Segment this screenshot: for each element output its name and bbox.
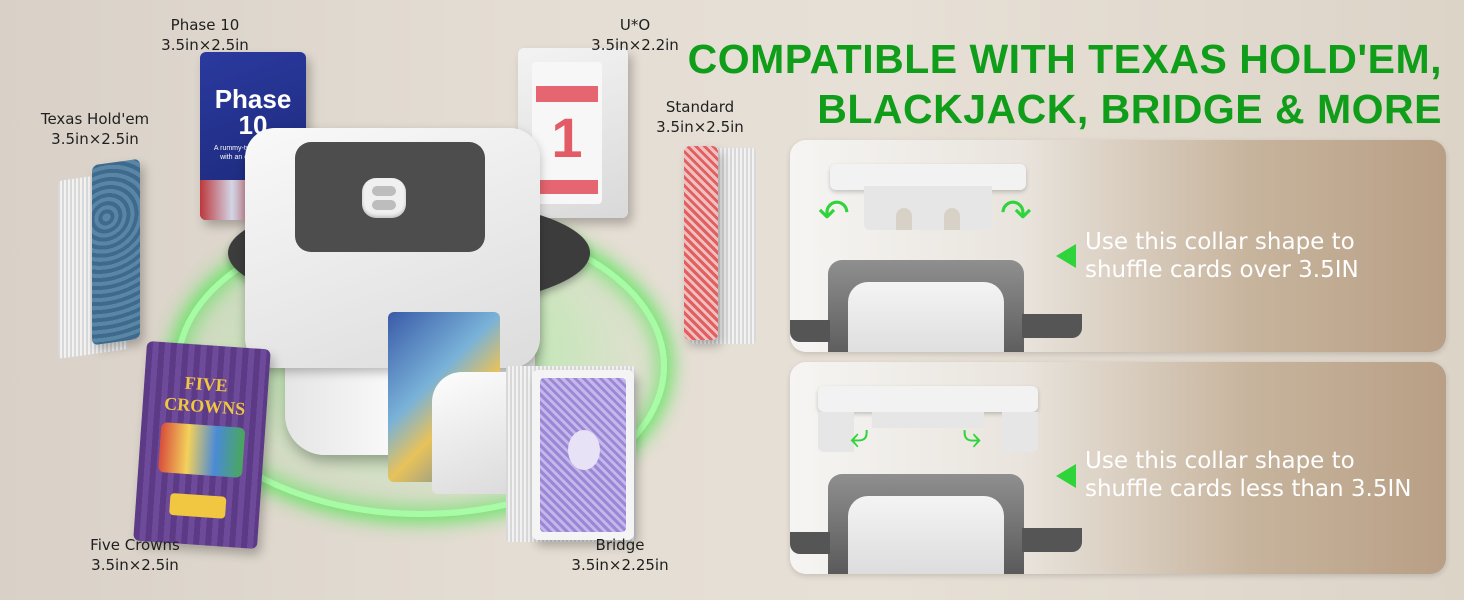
label-five-crowns: Five Crowns 3.5in×2.5in (75, 535, 195, 575)
caption-line-1: Use this collar shape to (1085, 448, 1355, 474)
panel-1-caption: Use this collar shape to shuffle cards o… (1085, 228, 1359, 284)
shuffle-button[interactable] (362, 178, 406, 218)
caption-line-1: Use this collar shape to (1085, 229, 1355, 255)
deck-name: U*O (619, 16, 651, 34)
caption-line-2: shuffle cards less than 3.5IN (1085, 476, 1412, 502)
deck-size: 3.5in×2.5in (656, 118, 744, 136)
pointer-arrow-icon (1056, 464, 1076, 488)
pointer-arrow-icon (1056, 244, 1076, 268)
headline: COMPATIBLE WITH TEXAS HOLD'EM, BLACKJACK… (688, 34, 1442, 134)
five-crowns-deck: FIVE CROWNS (133, 340, 271, 550)
label-texas-holdem: Texas Hold'em 3.5in×2.5in (25, 109, 165, 149)
rotate-arrow-left-icon: ↶ (818, 193, 850, 235)
label-standard: Standard 3.5in×2.5in (645, 97, 755, 137)
uo-deck: 1 (518, 48, 628, 218)
shuffler-tray-right (1022, 528, 1082, 552)
deck-size: 3.5in×2.5in (51, 130, 139, 148)
deck-name: Texas Hold'em (40, 110, 150, 128)
collar-panel-over-3-5in: ↶ ↷ (790, 140, 1446, 352)
five-crowns-logo: FIVE CROWNS (163, 372, 246, 419)
uo-card-number: 1 (551, 106, 583, 169)
deck-size: 3.5in×2.25in (571, 556, 669, 574)
deck-name: Standard (665, 98, 735, 116)
deck-size: 3.5in×2.2in (591, 36, 679, 54)
collar-shape-wide (830, 156, 1026, 230)
uo-card-face: 1 (532, 62, 602, 204)
headline-line-2: BLACKJACK, BRIDGE & MORE (817, 86, 1442, 132)
caption-line-2: shuffle cards over 3.5IN (1085, 257, 1359, 283)
label-bridge: Bridge 3.5in×2.25in (560, 535, 680, 575)
collar-panel-less-3-5in: ⤶ ⤷ (790, 362, 1446, 574)
standard-deck (684, 146, 718, 340)
rotate-arrow-right-icon: ↷ (1000, 193, 1032, 235)
texas-holdem-deck (92, 158, 140, 346)
shuffler-top-view (828, 260, 1024, 352)
collar-shape-narrow (818, 380, 1038, 454)
arrow-right-icon: ⤷ (962, 417, 982, 455)
panel-2-caption: Use this collar shape to shuffle cards l… (1085, 447, 1411, 503)
label-uo: U*O 3.5in×2.2in (580, 15, 690, 55)
shuffler-tray-left (790, 320, 830, 342)
deck-name: Five Crowns (90, 536, 180, 554)
deck-name: Bridge (595, 536, 645, 554)
shuffler-tray-left (790, 532, 830, 554)
arrow-left-icon: ⤶ (850, 417, 870, 455)
headline-line-1: COMPATIBLE WITH TEXAS HOLD'EM, (687, 36, 1442, 82)
deck-size: 3.5in×2.5in (91, 556, 179, 574)
deck-size: 3.5in×2.5in (161, 36, 249, 54)
bridge-deck (532, 370, 634, 540)
shuffler-top-view (828, 474, 1024, 574)
shuffler-tray-right (1022, 314, 1082, 338)
deck-name: Phase 10 (170, 16, 240, 34)
label-phase10: Phase 10 3.5in×2.5in (150, 15, 260, 55)
